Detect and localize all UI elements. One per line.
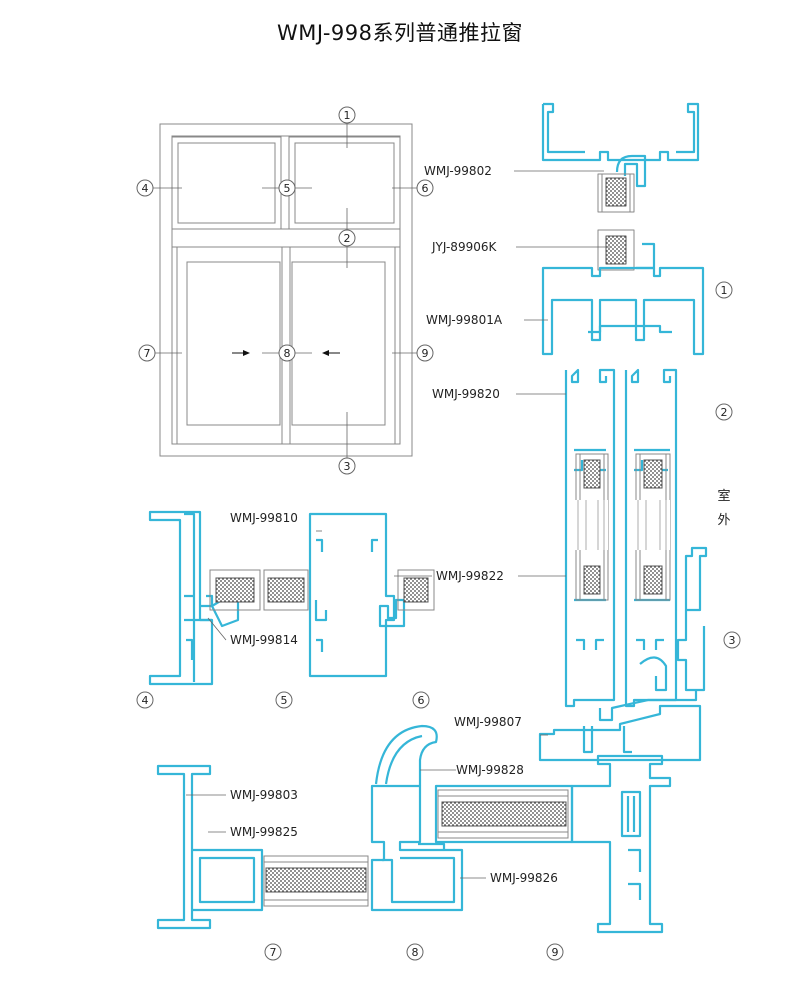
marker-4: 4	[136, 179, 154, 197]
section-marker-4: 4	[136, 691, 154, 709]
svg-text:1: 1	[344, 109, 351, 122]
label-99825: WMJ-99825	[230, 825, 298, 839]
svg-text:9: 9	[422, 347, 429, 360]
svg-text:8: 8	[412, 946, 419, 959]
section-marker-5: 5	[275, 691, 293, 709]
elevation-outer-frame	[159, 123, 413, 457]
profile-99820-right	[624, 368, 678, 708]
label-89906k: JYJ-89906K	[431, 240, 497, 254]
outside-label-2: 外	[717, 513, 730, 528]
section-marker-3: 3	[723, 631, 741, 649]
label-99810: WMJ-99810	[230, 511, 298, 525]
svg-text:5: 5	[284, 182, 291, 195]
marker-9: 9	[416, 344, 434, 362]
profile-99820-left	[564, 368, 616, 708]
outside-label-1: 室	[717, 488, 730, 504]
sliding-arrows	[232, 350, 340, 356]
section-789-glazing	[263, 789, 569, 907]
svg-text:7: 7	[270, 946, 277, 959]
profile-99828	[374, 724, 438, 786]
label-99826: WMJ-99826	[490, 871, 558, 885]
marker-3: 3	[338, 457, 356, 475]
profile-99801a	[541, 266, 705, 356]
marker-6: 6	[416, 179, 434, 197]
section-marker-7: 7	[264, 943, 282, 961]
label-99803: WMJ-99803	[230, 788, 298, 802]
label-99828: WMJ-99828	[456, 763, 524, 777]
svg-text:6: 6	[418, 694, 425, 707]
part-leaders	[186, 170, 610, 879]
marker-2: 2	[338, 229, 356, 247]
profile-99825	[192, 848, 264, 912]
section-marker-9: 9	[546, 943, 564, 961]
sash-right	[281, 246, 396, 445]
label-99814: WMJ-99814	[230, 633, 298, 647]
section-789	[156, 724, 672, 934]
profile-99826	[370, 784, 464, 912]
section-marker-6: 6	[412, 691, 430, 709]
sash-left	[176, 246, 291, 445]
section-marker-8: 8	[406, 943, 424, 961]
label-99801a: WMJ-99801A	[426, 313, 503, 327]
label-99822: WMJ-99822	[436, 569, 504, 583]
profile-99810-frame	[148, 510, 214, 686]
svg-text:6: 6	[422, 182, 429, 195]
profile-sill-upper	[684, 546, 708, 612]
svg-text:2: 2	[721, 406, 728, 419]
svg-text:3: 3	[344, 460, 351, 473]
svg-text:7: 7	[144, 347, 151, 360]
profile-99807	[538, 704, 702, 762]
vertical-glazing	[574, 453, 671, 601]
svg-text:2: 2	[344, 232, 351, 245]
section-marker-1: 1	[715, 281, 733, 299]
svg-text:5: 5	[281, 694, 288, 707]
svg-text:3: 3	[729, 634, 736, 647]
profile-99803	[156, 764, 212, 930]
marker-5: 5	[278, 179, 296, 197]
svg-text:4: 4	[142, 694, 149, 707]
svg-text:1: 1	[721, 284, 728, 297]
glazing-89906k	[597, 229, 635, 271]
svg-text:8: 8	[284, 347, 291, 360]
transom-pane-right	[288, 136, 401, 230]
section-marker-2: 2	[715, 403, 733, 421]
marker-7: 7	[138, 344, 156, 362]
profile-99814	[210, 598, 240, 628]
elevation-leaders	[152, 122, 417, 458]
page-title: WMJ-998系列普通推拉窗	[277, 21, 523, 45]
marker-1: 1	[338, 106, 356, 124]
label-99820: WMJ-99820	[432, 387, 500, 401]
label-99802: WMJ-99802	[424, 164, 492, 178]
profile-99822	[308, 512, 396, 678]
label-99807: WMJ-99807	[454, 715, 522, 729]
glazing-top	[597, 173, 635, 213]
svg-text:4: 4	[142, 182, 149, 195]
transom-pane-left	[171, 136, 282, 230]
profile-99802	[541, 102, 700, 162]
svg-text:9: 9	[552, 946, 559, 959]
section-456-glazing	[209, 569, 435, 611]
profile-frame-right	[570, 754, 672, 934]
window-elevation	[159, 123, 413, 457]
vertical-section	[538, 102, 708, 762]
marker-8: 8	[278, 344, 296, 362]
